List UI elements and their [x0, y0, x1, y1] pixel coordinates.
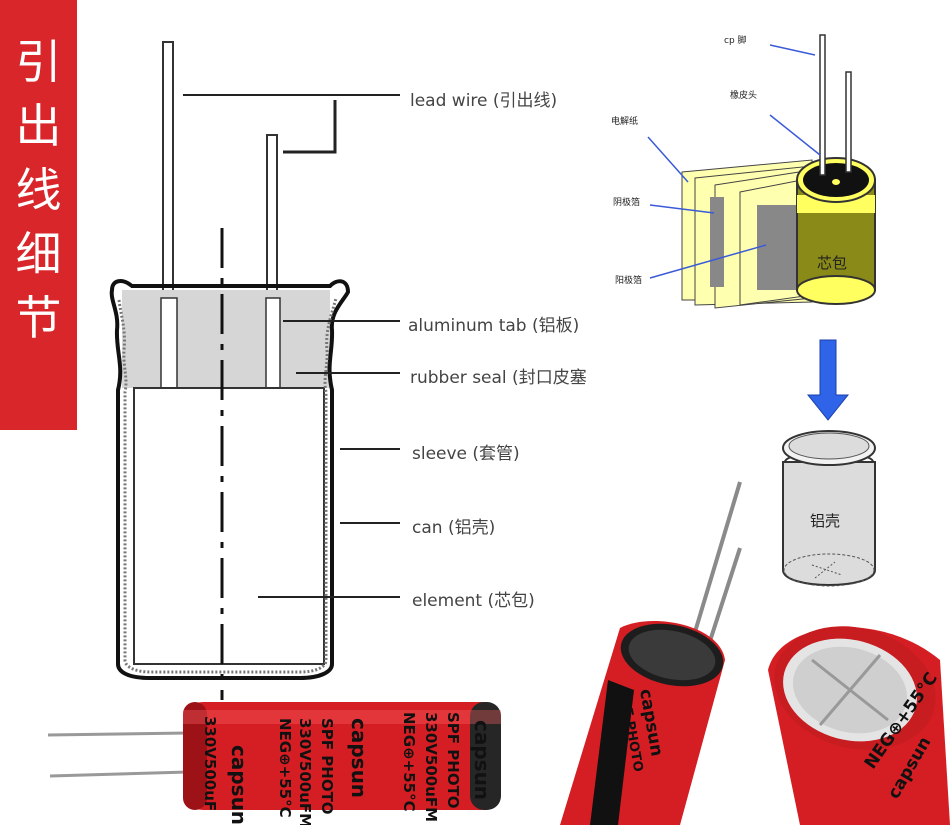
print-brand-1: capsun: [227, 745, 251, 825]
leader-rubber-head: [769, 114, 821, 156]
element-core: [832, 179, 840, 185]
rubber-seal: [122, 290, 330, 388]
aluminum-tab-right: [265, 297, 281, 389]
label-aluminum-tab: aluminum tab (铝板): [408, 316, 580, 336]
print-short-rating: 330V500uF: [201, 716, 219, 811]
label-sleeve: sleeve (套管): [412, 444, 520, 464]
cp-pin-short: [845, 71, 852, 173]
sleeve: [117, 297, 338, 674]
label-electrolytic-paper: 电解纸: [611, 117, 639, 127]
aluminum-can: [109, 279, 351, 680]
print-series-2: SPF PHOTO: [444, 712, 462, 809]
print-series: SPF PHOTO: [318, 718, 336, 815]
title-banner: 引出线细节: [0, 0, 77, 430]
leader-cp-pin: [769, 44, 816, 56]
print-temp: NEG⊕+55°C: [276, 718, 294, 818]
print-rating-2: 330V500uFM: [422, 712, 440, 822]
anode-foil: [757, 205, 797, 290]
label-rubber-seal: rubber seal (封口皮塞: [410, 368, 587, 388]
label-can: can (铝壳): [412, 518, 496, 538]
label-rubber-head: 橡皮头: [730, 91, 758, 101]
down-arrow-icon: [806, 339, 850, 421]
aluminum-can-3d: [782, 461, 876, 586]
cp-pin-long: [819, 34, 826, 176]
label-element: element (芯包): [412, 591, 535, 611]
vent-line-2: [818, 654, 882, 726]
cross-section-drawing: [109, 41, 400, 700]
capacitor-photo-topview: NEG⊕+55°C capsun: [768, 626, 950, 825]
label-aluminum-can: 铝壳: [810, 512, 841, 530]
label-cathode-foil: 阴极箔: [613, 198, 641, 208]
element-body: [133, 387, 325, 665]
label-anode-foil: 阳极箔: [615, 276, 643, 286]
label-lead-wire: lead wire (引出线): [410, 91, 558, 111]
label-cp-pin: cp 脚: [724, 36, 747, 46]
short-lead-wire: [266, 134, 278, 301]
cathode-foil: [710, 197, 724, 287]
capacitor-photo-horizontal: 330V500uF capsun capsun SPF PHOTO 330V50…: [47, 702, 501, 825]
banner-title: 引出线细节: [15, 35, 62, 345]
leader-lead-wire-2: [283, 100, 337, 154]
label-element-core: 芯包: [817, 254, 848, 272]
element-winding-drawing: [647, 34, 876, 587]
print-brand-3: capsun: [470, 720, 494, 800]
element-bottom: [796, 275, 876, 305]
red-sleeve-horizontal: [183, 702, 501, 810]
leader-paper: [647, 136, 689, 183]
print-brand-2: capsun: [347, 718, 371, 798]
leader-cathode: [649, 204, 715, 214]
print-rating: 330V500uFM: [296, 718, 314, 825]
capacitor-photo-angled: capsun SPF PHOTO: [560, 481, 742, 825]
long-lead-wire: [162, 41, 174, 301]
leader-anode: [649, 244, 767, 279]
print-temp-2: NEG⊕+55°C: [400, 712, 418, 812]
aluminum-tab-left: [160, 297, 178, 389]
